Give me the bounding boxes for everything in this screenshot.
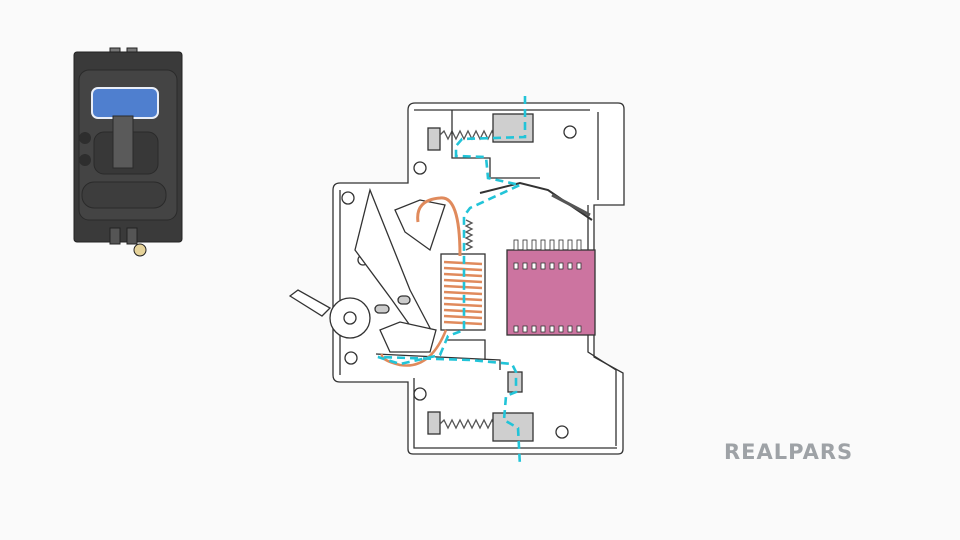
miniature-circuit-breaker-icon xyxy=(73,47,183,257)
handle-lever xyxy=(288,289,332,317)
realpars-logo: REALPARS xyxy=(724,440,854,464)
bottom-contact-block xyxy=(492,412,534,442)
breaker-window xyxy=(91,87,159,119)
breaker-toggle xyxy=(112,115,134,169)
breaker-cross-section-diagram xyxy=(288,102,625,455)
current-path-line xyxy=(377,96,527,467)
